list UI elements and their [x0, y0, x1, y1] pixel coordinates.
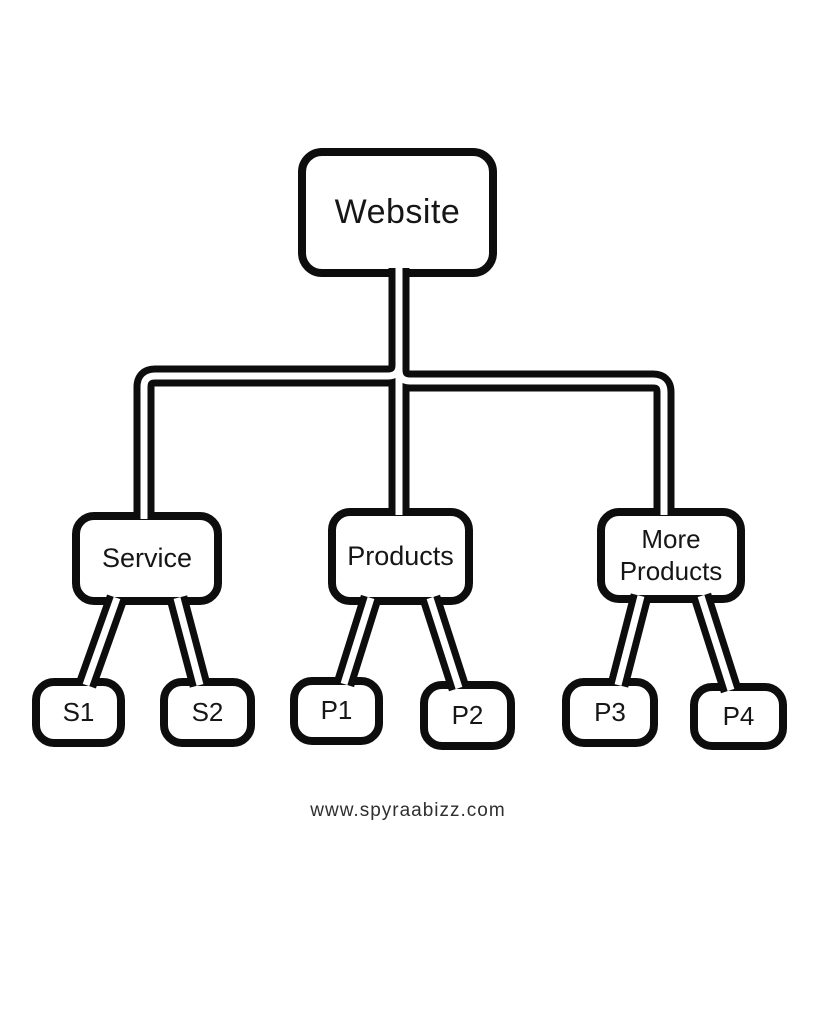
node-website-label: Website	[334, 192, 461, 231]
edge-website-more-products	[388, 268, 675, 515]
node-service: Service	[72, 512, 222, 605]
node-p4: P4	[690, 683, 787, 750]
node-products: Products	[328, 508, 473, 605]
node-s1-label: S1	[62, 696, 95, 727]
node-p3: P3	[562, 678, 658, 747]
edge-products-p2-slit	[426, 596, 463, 690]
node-service-label: Service	[101, 543, 193, 574]
connector-black-pass	[76, 268, 742, 694]
edge-service-s1	[76, 594, 127, 689]
node-more-products-label: More Products	[619, 523, 723, 586]
edge-service-s1-slit	[82, 596, 121, 687]
node-website: Website	[298, 148, 497, 277]
edge-more-products-p3	[607, 593, 652, 688]
edge-more-products-p3-slit	[614, 595, 645, 686]
node-s1: S1	[32, 678, 125, 747]
edge-products-p1-slit	[340, 596, 375, 686]
edge-products-p1	[333, 594, 382, 688]
node-p2-label: P2	[451, 699, 484, 730]
edge-more-products-p4	[690, 592, 742, 694]
edge-website-service-slit	[140, 268, 403, 519]
node-products-label: Products	[347, 541, 454, 572]
node-p1: P1	[290, 677, 383, 745]
node-more-products: More Products	[597, 508, 745, 603]
edge-products-p2	[420, 594, 469, 692]
node-p4-label: P4	[722, 700, 755, 731]
node-p2: P2	[420, 681, 515, 750]
node-s2: S2	[160, 678, 255, 747]
node-p3-label: P3	[594, 696, 626, 727]
edge-more-products-p4-slit	[697, 594, 735, 692]
edge-service-s2	[166, 595, 211, 688]
connector-white-pass	[82, 268, 735, 692]
edge-website-service	[133, 268, 410, 519]
node-p1-label: P1	[320, 695, 353, 726]
edge-website-more-products-slit	[395, 268, 668, 515]
edge-service-s2-slit	[173, 597, 204, 686]
node-s2-label: S2	[191, 696, 224, 727]
watermark-text: www.spyraabizz.com	[310, 800, 506, 821]
